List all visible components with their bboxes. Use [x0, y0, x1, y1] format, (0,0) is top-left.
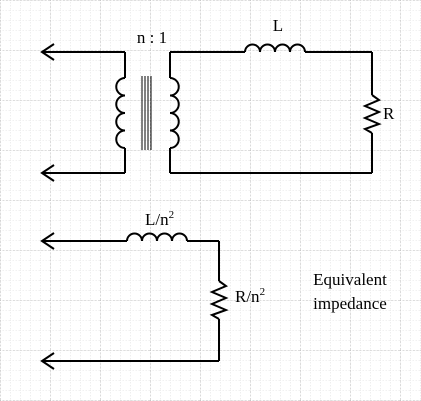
primary-winding: [115, 77, 126, 149]
resistor-label: R: [383, 104, 395, 123]
inductor-L: [244, 43, 306, 53]
equivalent-circuit: L/n2 R/n2 Equivalent impedance: [40, 209, 387, 370]
turns-ratio-label: n : 1: [137, 28, 167, 47]
equivalent-terminal-bottom: [40, 352, 219, 370]
equivalent-resistor: [209, 280, 229, 320]
resistor-R: [362, 94, 382, 134]
equivalent-inductor: [126, 232, 188, 242]
equivalent-inductor-label: L/n2: [145, 209, 174, 229]
inductor-label: L: [273, 16, 283, 35]
equivalent-terminal-top: [40, 232, 127, 250]
equivalent-caption-line1: Equivalent: [313, 270, 387, 289]
transformer-core: [141, 76, 152, 150]
transformer-circuit: n : 1 L R: [40, 16, 395, 182]
secondary-winding: [169, 77, 180, 149]
equivalent-resistor-label: R/n2: [235, 286, 265, 306]
primary-terminal-bottom: [40, 164, 125, 182]
equivalent-caption-line2: impedance: [313, 294, 387, 313]
primary-terminal-top: [40, 43, 125, 61]
